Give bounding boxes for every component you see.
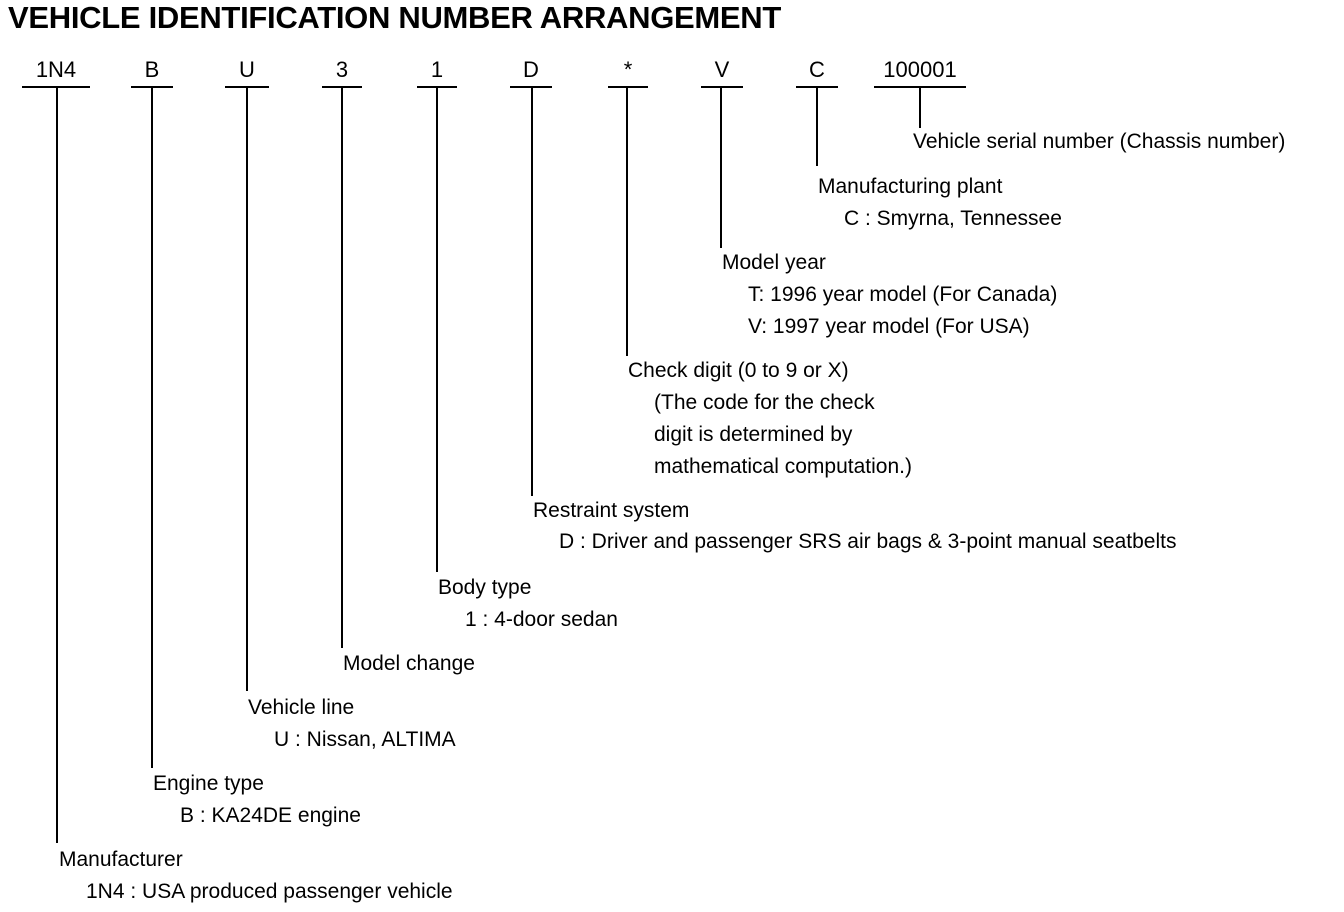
- label-body-type: Body type: [438, 576, 532, 599]
- label-model-year: Model year: [722, 251, 826, 274]
- label-restraint-system: Restraint system: [533, 499, 690, 522]
- code-model-change: 3: [335, 57, 349, 82]
- underline-check-digit: [608, 86, 648, 88]
- label-manufacturing-plant: Manufacturing plant: [818, 175, 1003, 198]
- leader-line-check-digit: [626, 88, 628, 356]
- code-engine-type: B: [144, 57, 160, 82]
- code-model-year: V: [714, 57, 730, 82]
- label-engine-type: Engine type: [153, 772, 264, 795]
- underline-model-change: [322, 86, 362, 88]
- underline-manufacturer: [22, 86, 90, 88]
- detail-restraint-system: D : Driver and passenger SRS air bags & …: [559, 530, 1177, 553]
- detail-body-type: 1 : 4-door sedan: [465, 608, 618, 631]
- code-manufacturing-plant: C: [809, 57, 825, 82]
- code-vehicle-line: U: [239, 57, 255, 82]
- label-check-digit: Check digit (0 to 9 or X): [628, 359, 849, 382]
- label-serial-number: Vehicle serial number (Chassis number): [913, 130, 1286, 153]
- underline-vehicle-line: [225, 86, 269, 88]
- detail-vehicle-line: U : Nissan, ALTIMA: [274, 728, 456, 751]
- leader-line-manufacturer: [56, 88, 58, 843]
- label-vehicle-line: Vehicle line: [248, 696, 355, 719]
- leader-line-vehicle-line: [246, 88, 248, 691]
- detail-check-digit-3: mathematical computation.): [654, 455, 912, 478]
- page-title: VEHICLE IDENTIFICATION NUMBER ARRANGEMEN…: [8, 0, 782, 35]
- code-manufacturer: 1N4: [35, 57, 77, 82]
- code-body-type: 1: [430, 57, 444, 82]
- code-check-digit: *: [623, 57, 633, 82]
- detail-model-year-t: T: 1996 year model (For Canada): [748, 283, 1058, 306]
- label-manufacturer: Manufacturer: [59, 848, 183, 871]
- detail-check-digit-2: digit is determined by: [654, 423, 853, 446]
- detail-engine-type: B : KA24DE engine: [180, 804, 361, 827]
- leader-line-serial-number: [919, 88, 921, 128]
- code-serial-number: 100001: [883, 57, 957, 82]
- detail-model-year-v: V: 1997 year model (For USA): [748, 315, 1030, 338]
- underline-serial-number: [874, 86, 966, 88]
- leader-line-model-year: [720, 88, 722, 248]
- leader-line-engine-type: [151, 88, 153, 768]
- leader-line-restraint-system: [531, 88, 533, 496]
- detail-manufacturer: 1N4 : USA produced passenger vehicle: [86, 880, 453, 903]
- underline-manufacturing-plant: [796, 86, 838, 88]
- underline-restraint-system: [510, 86, 552, 88]
- leader-line-model-change: [341, 88, 343, 648]
- detail-manufacturing-plant: C : Smyrna, Tennessee: [844, 207, 1062, 230]
- underline-engine-type: [131, 86, 173, 88]
- code-restraint-system: D: [523, 57, 539, 82]
- leader-line-manufacturing-plant: [816, 88, 818, 166]
- detail-check-digit-1: (The code for the check: [654, 391, 875, 414]
- label-model-change: Model change: [343, 652, 475, 675]
- leader-line-body-type: [436, 88, 438, 572]
- underline-model-year: [701, 86, 743, 88]
- underline-body-type: [417, 86, 457, 88]
